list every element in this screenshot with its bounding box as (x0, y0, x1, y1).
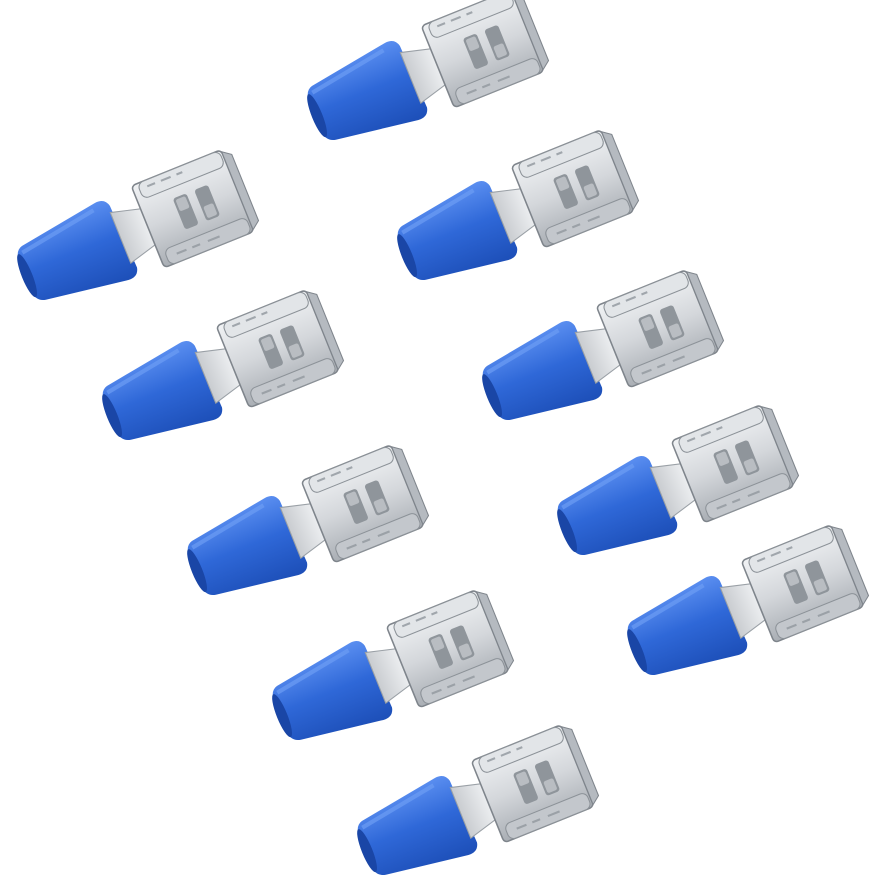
photo-scene (3, 0, 874, 880)
